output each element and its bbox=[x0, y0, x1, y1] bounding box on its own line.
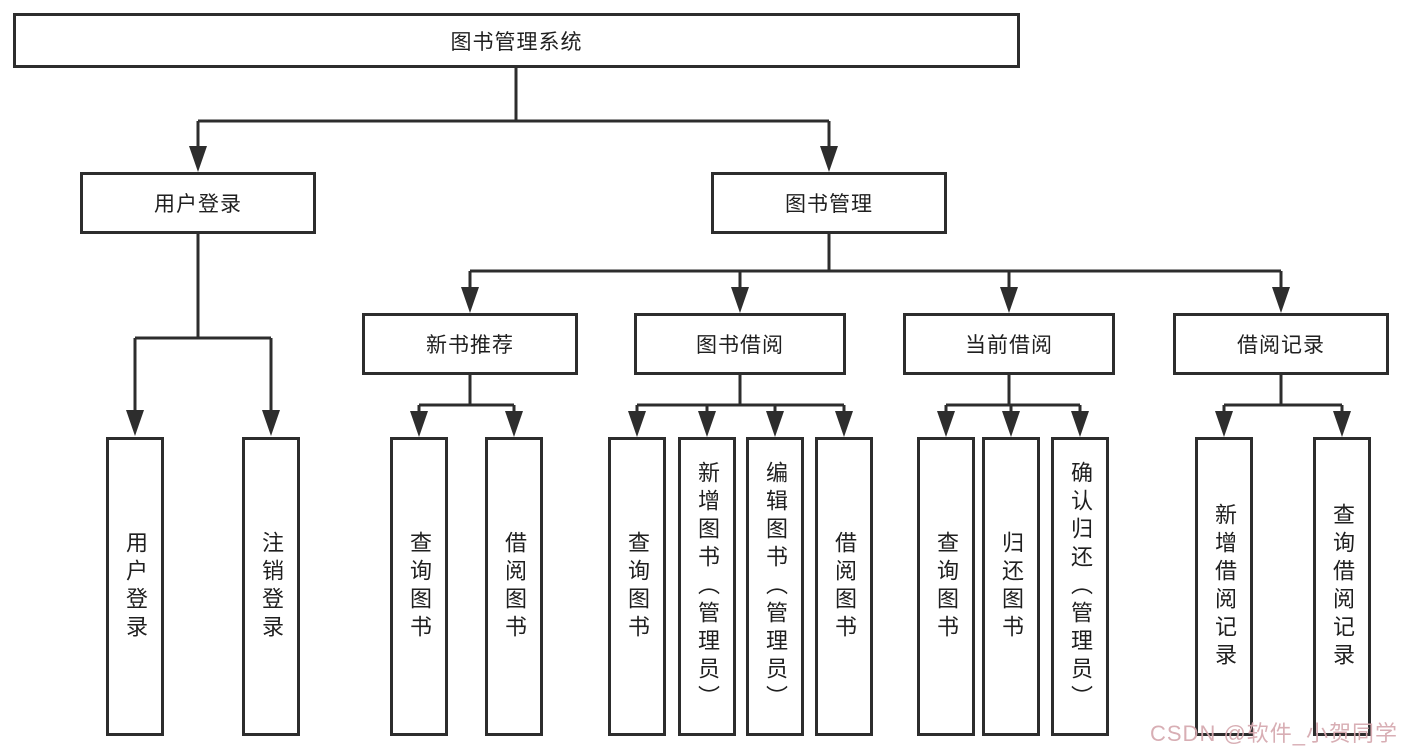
leaf-query-books-3: 查询图书 bbox=[917, 437, 975, 736]
node-book-management: 图书管理 bbox=[711, 172, 947, 234]
node-book-borrow: 图书借阅 bbox=[634, 313, 846, 375]
leaf-logout-login: 注销登录 bbox=[242, 437, 300, 736]
edge-currentborrow-branch bbox=[944, 375, 1082, 416]
leaf-add-borrow-record: 新增借阅记录 bbox=[1195, 437, 1253, 736]
leaf-borrow-books-2: 借阅图书 bbox=[815, 437, 873, 736]
node-root: 图书管理系统 bbox=[13, 13, 1020, 68]
node-current-borrow: 当前借阅 bbox=[903, 313, 1115, 375]
edge-newbook-branch bbox=[417, 375, 516, 416]
edge-borrowrecord-branch bbox=[1222, 375, 1344, 416]
arrowheads bbox=[126, 146, 1351, 437]
watermark: CSDN @软件_小贺同学 bbox=[1150, 721, 1399, 746]
leaf-query-books-1: 查询图书 bbox=[390, 437, 448, 736]
edge-root-to-level2 bbox=[196, 68, 831, 150]
leaf-return-books: 归还图书 bbox=[982, 437, 1040, 736]
leaf-borrow-books-1: 借阅图书 bbox=[485, 437, 543, 736]
leaf-confirm-return-admin: 确认归还（管理员） bbox=[1051, 437, 1109, 736]
node-user-login: 用户登录 bbox=[80, 172, 316, 234]
leaf-edit-books-admin: 编辑图书（管理员） bbox=[746, 437, 804, 736]
edge-bookmgmt-to-level3 bbox=[468, 234, 1283, 291]
leaf-query-borrow-record: 查询借阅记录 bbox=[1313, 437, 1371, 736]
leaf-user-login: 用户登录 bbox=[106, 437, 164, 736]
edge-userlogin-branch bbox=[133, 234, 273, 414]
edge-bookborrow-branch bbox=[635, 375, 846, 416]
leaf-add-books-admin: 新增图书（管理员） bbox=[678, 437, 736, 736]
node-new-book-recommend: 新书推荐 bbox=[362, 313, 578, 375]
node-borrow-records: 借阅记录 bbox=[1173, 313, 1389, 375]
leaf-query-books-2: 查询图书 bbox=[608, 437, 666, 736]
